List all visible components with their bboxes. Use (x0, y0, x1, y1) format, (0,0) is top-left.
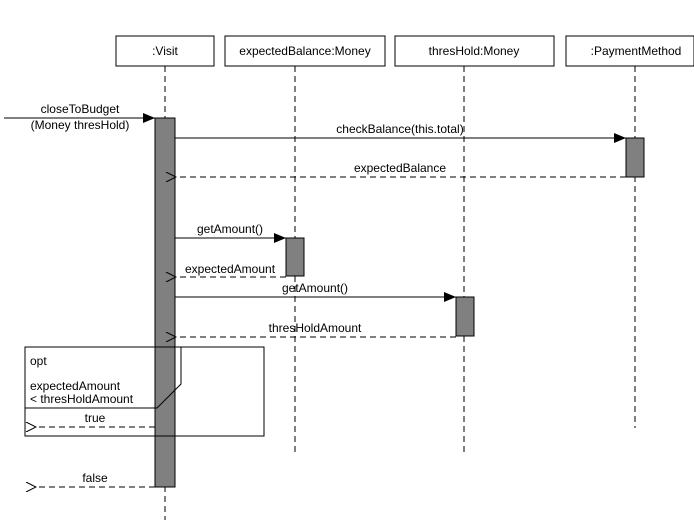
message-true-label: true (85, 411, 106, 425)
lifeline-threshold-label: thresHold:Money (429, 44, 520, 58)
activation-expected-balance (285, 237, 305, 277)
message-expected-amount-label: expectedAmount (185, 262, 276, 276)
lifeline-expected-balance: expectedBalance:Money (224, 35, 386, 452)
opt-fragment-operator: opt (30, 354, 47, 368)
incoming-message-label-line1: closeToBudget (41, 102, 120, 116)
lifeline-payment-method: :PaymentMethod (565, 35, 694, 428)
opt-fragment-guard-line2: < thresHoldAmount (30, 392, 134, 406)
opt-fragment: opt expectedAmount < thresHoldAmount (24, 346, 265, 437)
message-get-amount-2-label: getAmount() (282, 281, 348, 295)
message-expected-balance-label: expectedBalance (354, 161, 446, 175)
message-true-return: true (36, 411, 155, 427)
activation-visit (154, 117, 176, 488)
opt-fragment-guard-line1: expectedAmount (30, 379, 121, 393)
message-check-balance-label: checkBalance(this.total) (336, 122, 463, 136)
message-threshold-amount-return: thresHoldAmount (176, 321, 456, 337)
lifeline-expected-balance-label: expectedBalance:Money (239, 44, 370, 58)
message-threshold-amount-label: thresHoldAmount (269, 321, 362, 335)
activation-payment-method (625, 137, 645, 178)
message-check-balance: checkBalance(this.total) (175, 122, 626, 143)
message-expected-balance-return: expectedBalance (176, 161, 626, 177)
message-expected-amount-return: expectedAmount (176, 262, 286, 277)
incoming-message-close-to-budget: closeToBudget (Money thresHold) (4, 102, 155, 132)
message-get-amount-2: getAmount() (175, 281, 456, 302)
lifeline-visit-label: :Visit (152, 44, 178, 58)
lifeline-threshold: thresHold:Money (394, 35, 555, 452)
message-get-amount-1: getAmount() (175, 222, 286, 243)
message-get-amount-1-label: getAmount() (197, 222, 263, 236)
incoming-message-label-line2: (Money thresHold) (31, 118, 130, 132)
lifeline-payment-method-label: :PaymentMethod (591, 44, 682, 58)
message-false-label: false (82, 471, 108, 485)
message-false-return: false (36, 471, 155, 487)
activation-threshold (455, 296, 475, 337)
